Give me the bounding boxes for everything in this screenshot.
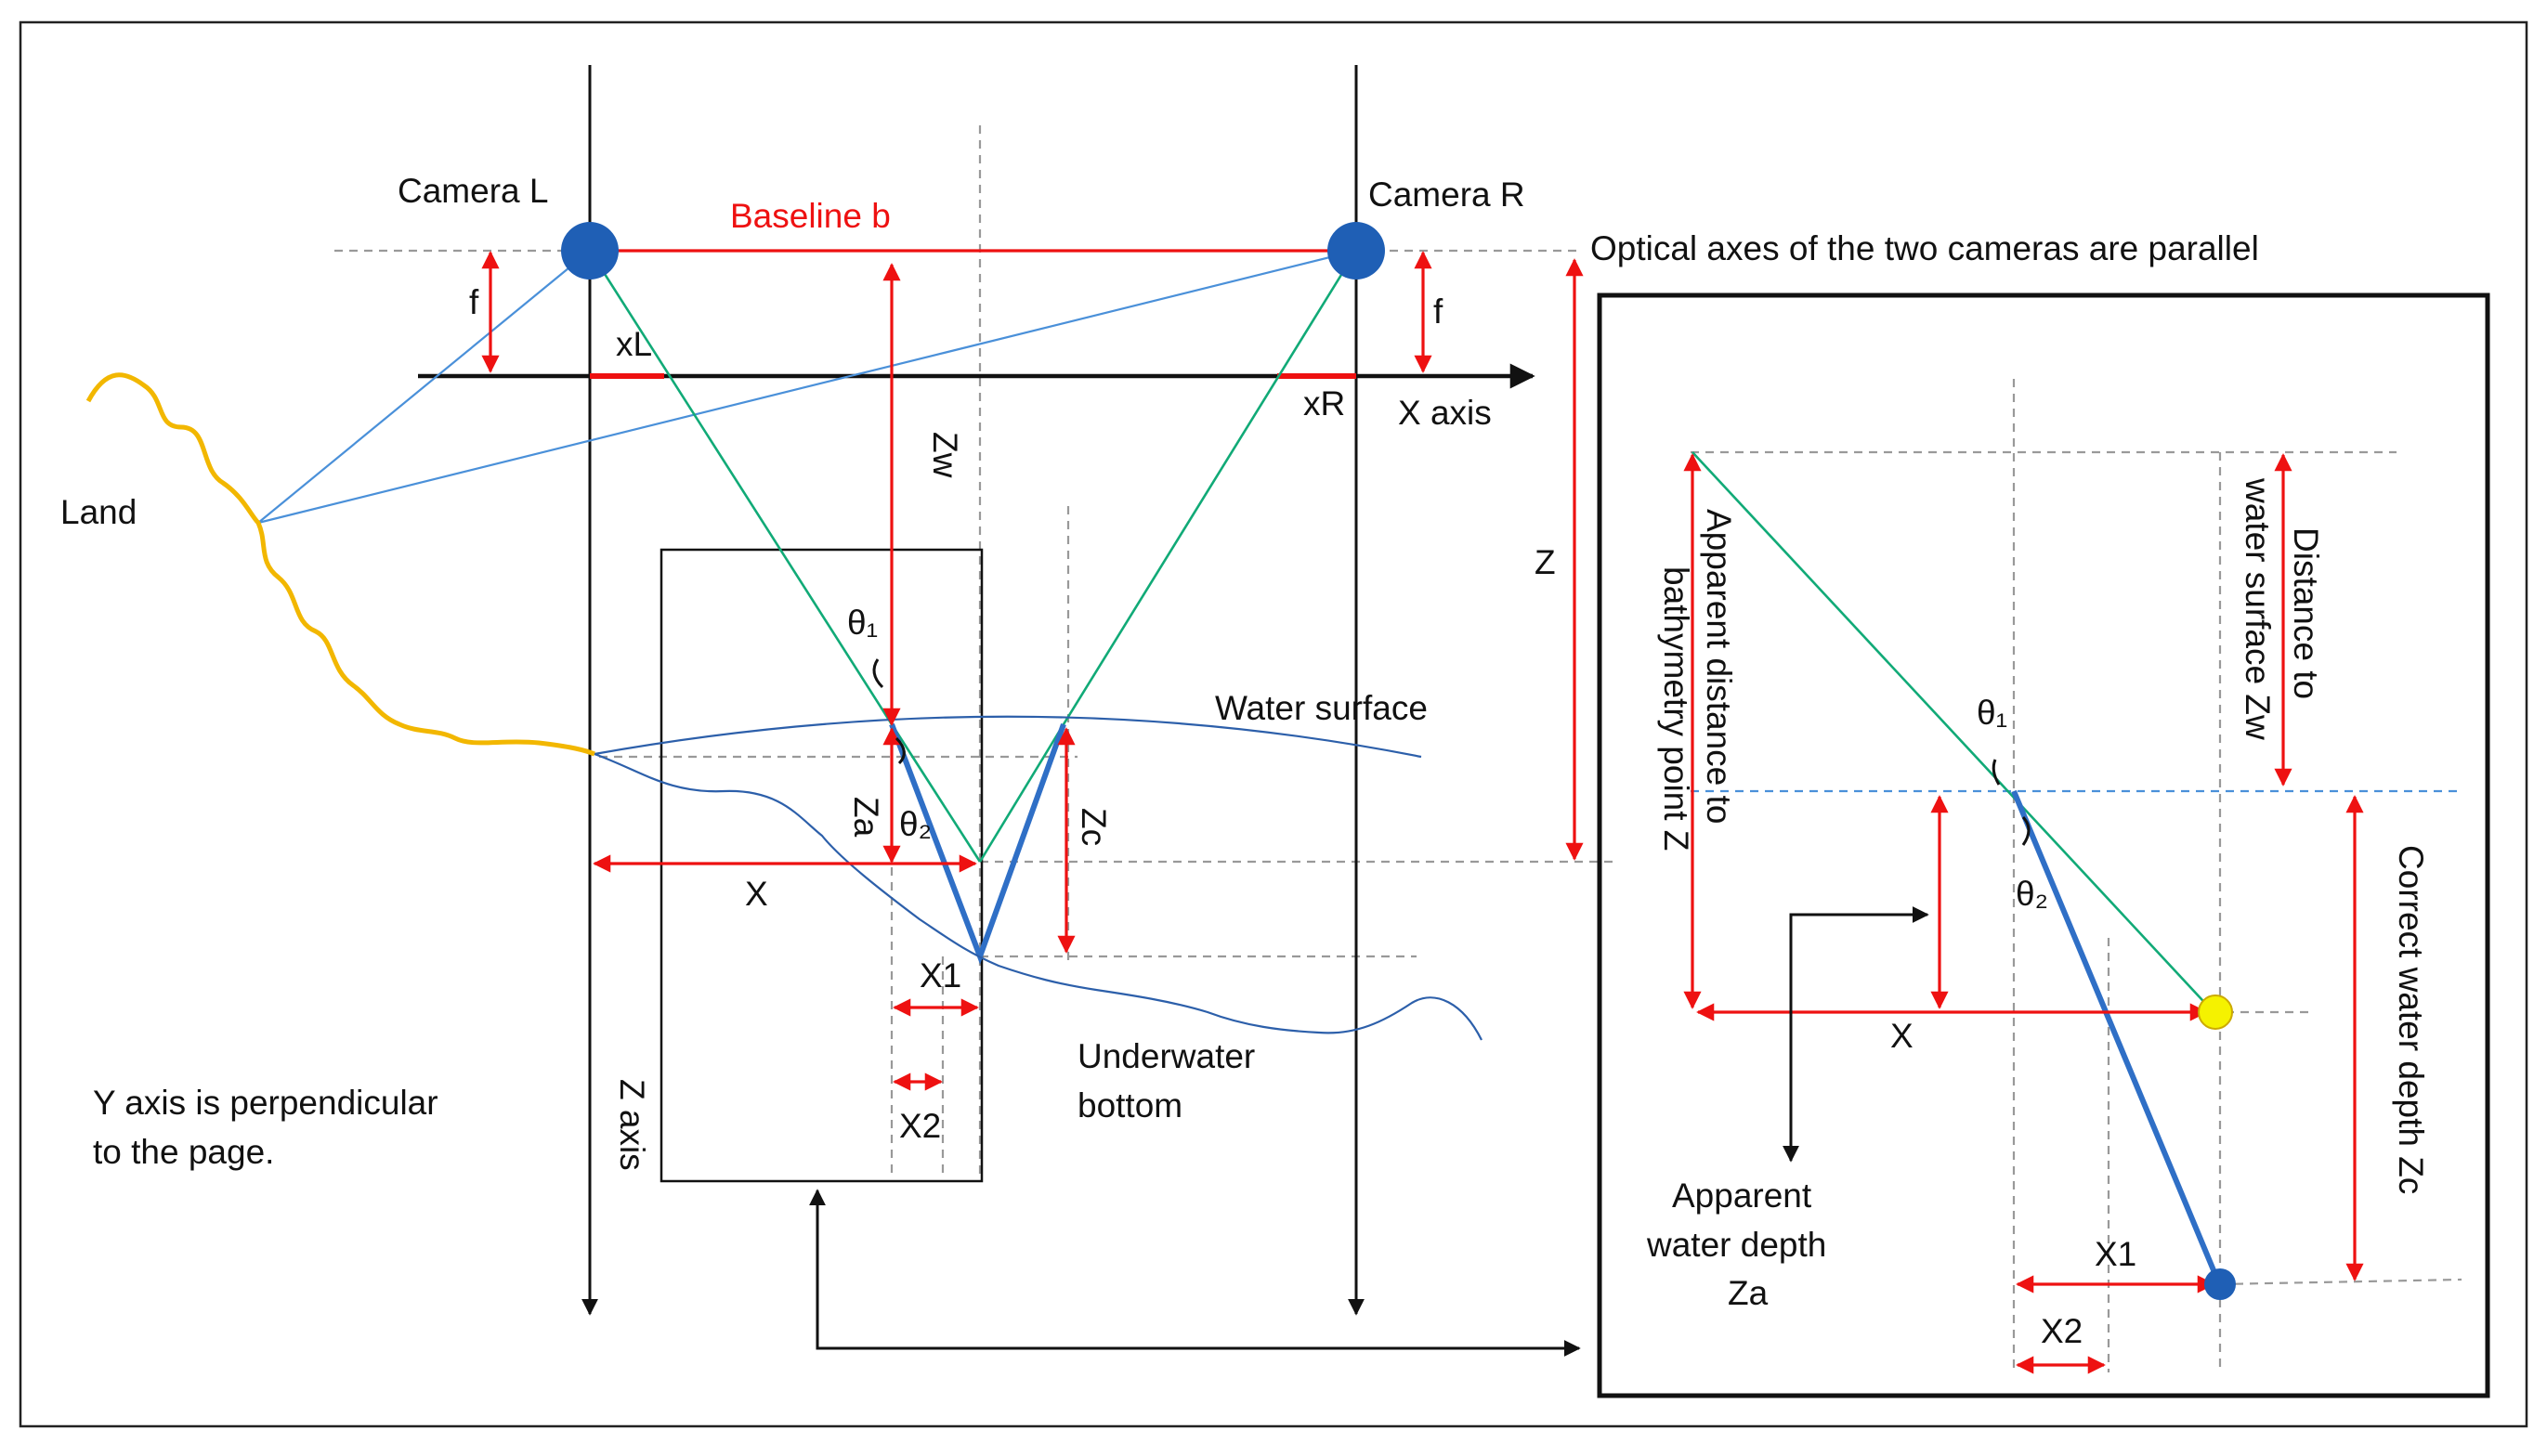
- inset-x1-label: X1: [2095, 1235, 2136, 1273]
- inset-frame: [1597, 292, 2490, 1398]
- inset-apparent-point-icon: [2198, 994, 2233, 1030]
- camera-r-label: Camera R: [1368, 176, 1525, 214]
- inset-apparent-distance-1: Apparent distance to: [1700, 509, 1738, 824]
- inset-x-label: X: [1890, 1017, 1914, 1055]
- inset-green-ray: [1691, 451, 2214, 1013]
- inset-theta1: θ₁: [1977, 694, 2007, 732]
- outer-frame: [19, 20, 2528, 1428]
- inset-panel: Apparent distance to bathymetry point Z …: [1597, 292, 2490, 1398]
- camera-l-label: Camera L: [398, 172, 548, 210]
- xL-label: xL: [616, 325, 652, 363]
- water-surface-line: [594, 715, 1422, 759]
- f-right-label: f: [1433, 292, 1443, 331]
- inset-correct-depth: Correct water depth Zc: [2392, 845, 2430, 1194]
- main-diagram: Camera L Camera R Baseline b f f xL xR X…: [60, 65, 2259, 1357]
- y-axis-note-1: Y axis is perpendicular: [93, 1084, 438, 1122]
- inset-apparent-depth-2: water depth: [1646, 1226, 1826, 1264]
- land-coastline: [85, 372, 595, 757]
- x-axis-label: X axis: [1398, 394, 1492, 432]
- z-axis-box: [660, 548, 984, 1183]
- inset-apparent-depth-1: Apparent: [1672, 1176, 1812, 1215]
- zw-label: Zw: [926, 432, 964, 478]
- inset-true-point-icon: [2204, 1268, 2236, 1300]
- x1-label: X1: [920, 956, 961, 994]
- inset-x2-label: X2: [2041, 1312, 2083, 1350]
- underwater-bottom-line: [594, 752, 1482, 1041]
- camera-r-icon: [1327, 222, 1385, 280]
- connector-arrow: [809, 1189, 1581, 1357]
- water-surface-label: Water surface: [1215, 689, 1428, 727]
- land-label: Land: [60, 493, 137, 531]
- theta1-label: θ₁: [847, 604, 878, 642]
- z-axis-label: Z axis: [613, 1079, 651, 1171]
- underwater-label-1: Underwater: [1078, 1037, 1255, 1075]
- ray-camera-r: [978, 250, 1358, 863]
- inset-distance-water-2: water surface Zw: [2239, 477, 2277, 740]
- y-axis-note-2: to the page.: [93, 1133, 274, 1171]
- inset-apparent-distance-2: bathymetry point Z: [1657, 566, 1695, 851]
- inset-apparent-depth-3: Za: [1728, 1274, 1769, 1312]
- z-label: Z: [1535, 543, 1556, 581]
- camera-l-icon: [561, 222, 619, 280]
- theta2-label: θ₂: [899, 805, 932, 843]
- baseline-label: Baseline b: [730, 197, 891, 235]
- x2-label: X2: [899, 1107, 941, 1145]
- inset-distance-water-1: Distance to: [2287, 527, 2325, 699]
- zc-label: Zc: [1075, 808, 1113, 846]
- x-label: X: [745, 875, 768, 913]
- optical-note: Optical axes of the two cameras are para…: [1590, 229, 2259, 267]
- underwater-label-2: bottom: [1078, 1086, 1182, 1124]
- f-left-label: f: [469, 283, 479, 321]
- inset-theta2: θ₂: [2016, 875, 2048, 913]
- inset-refracted-ray: [2011, 789, 2221, 1283]
- xR-label: xR: [1303, 384, 1345, 422]
- za-label: Za: [847, 797, 885, 838]
